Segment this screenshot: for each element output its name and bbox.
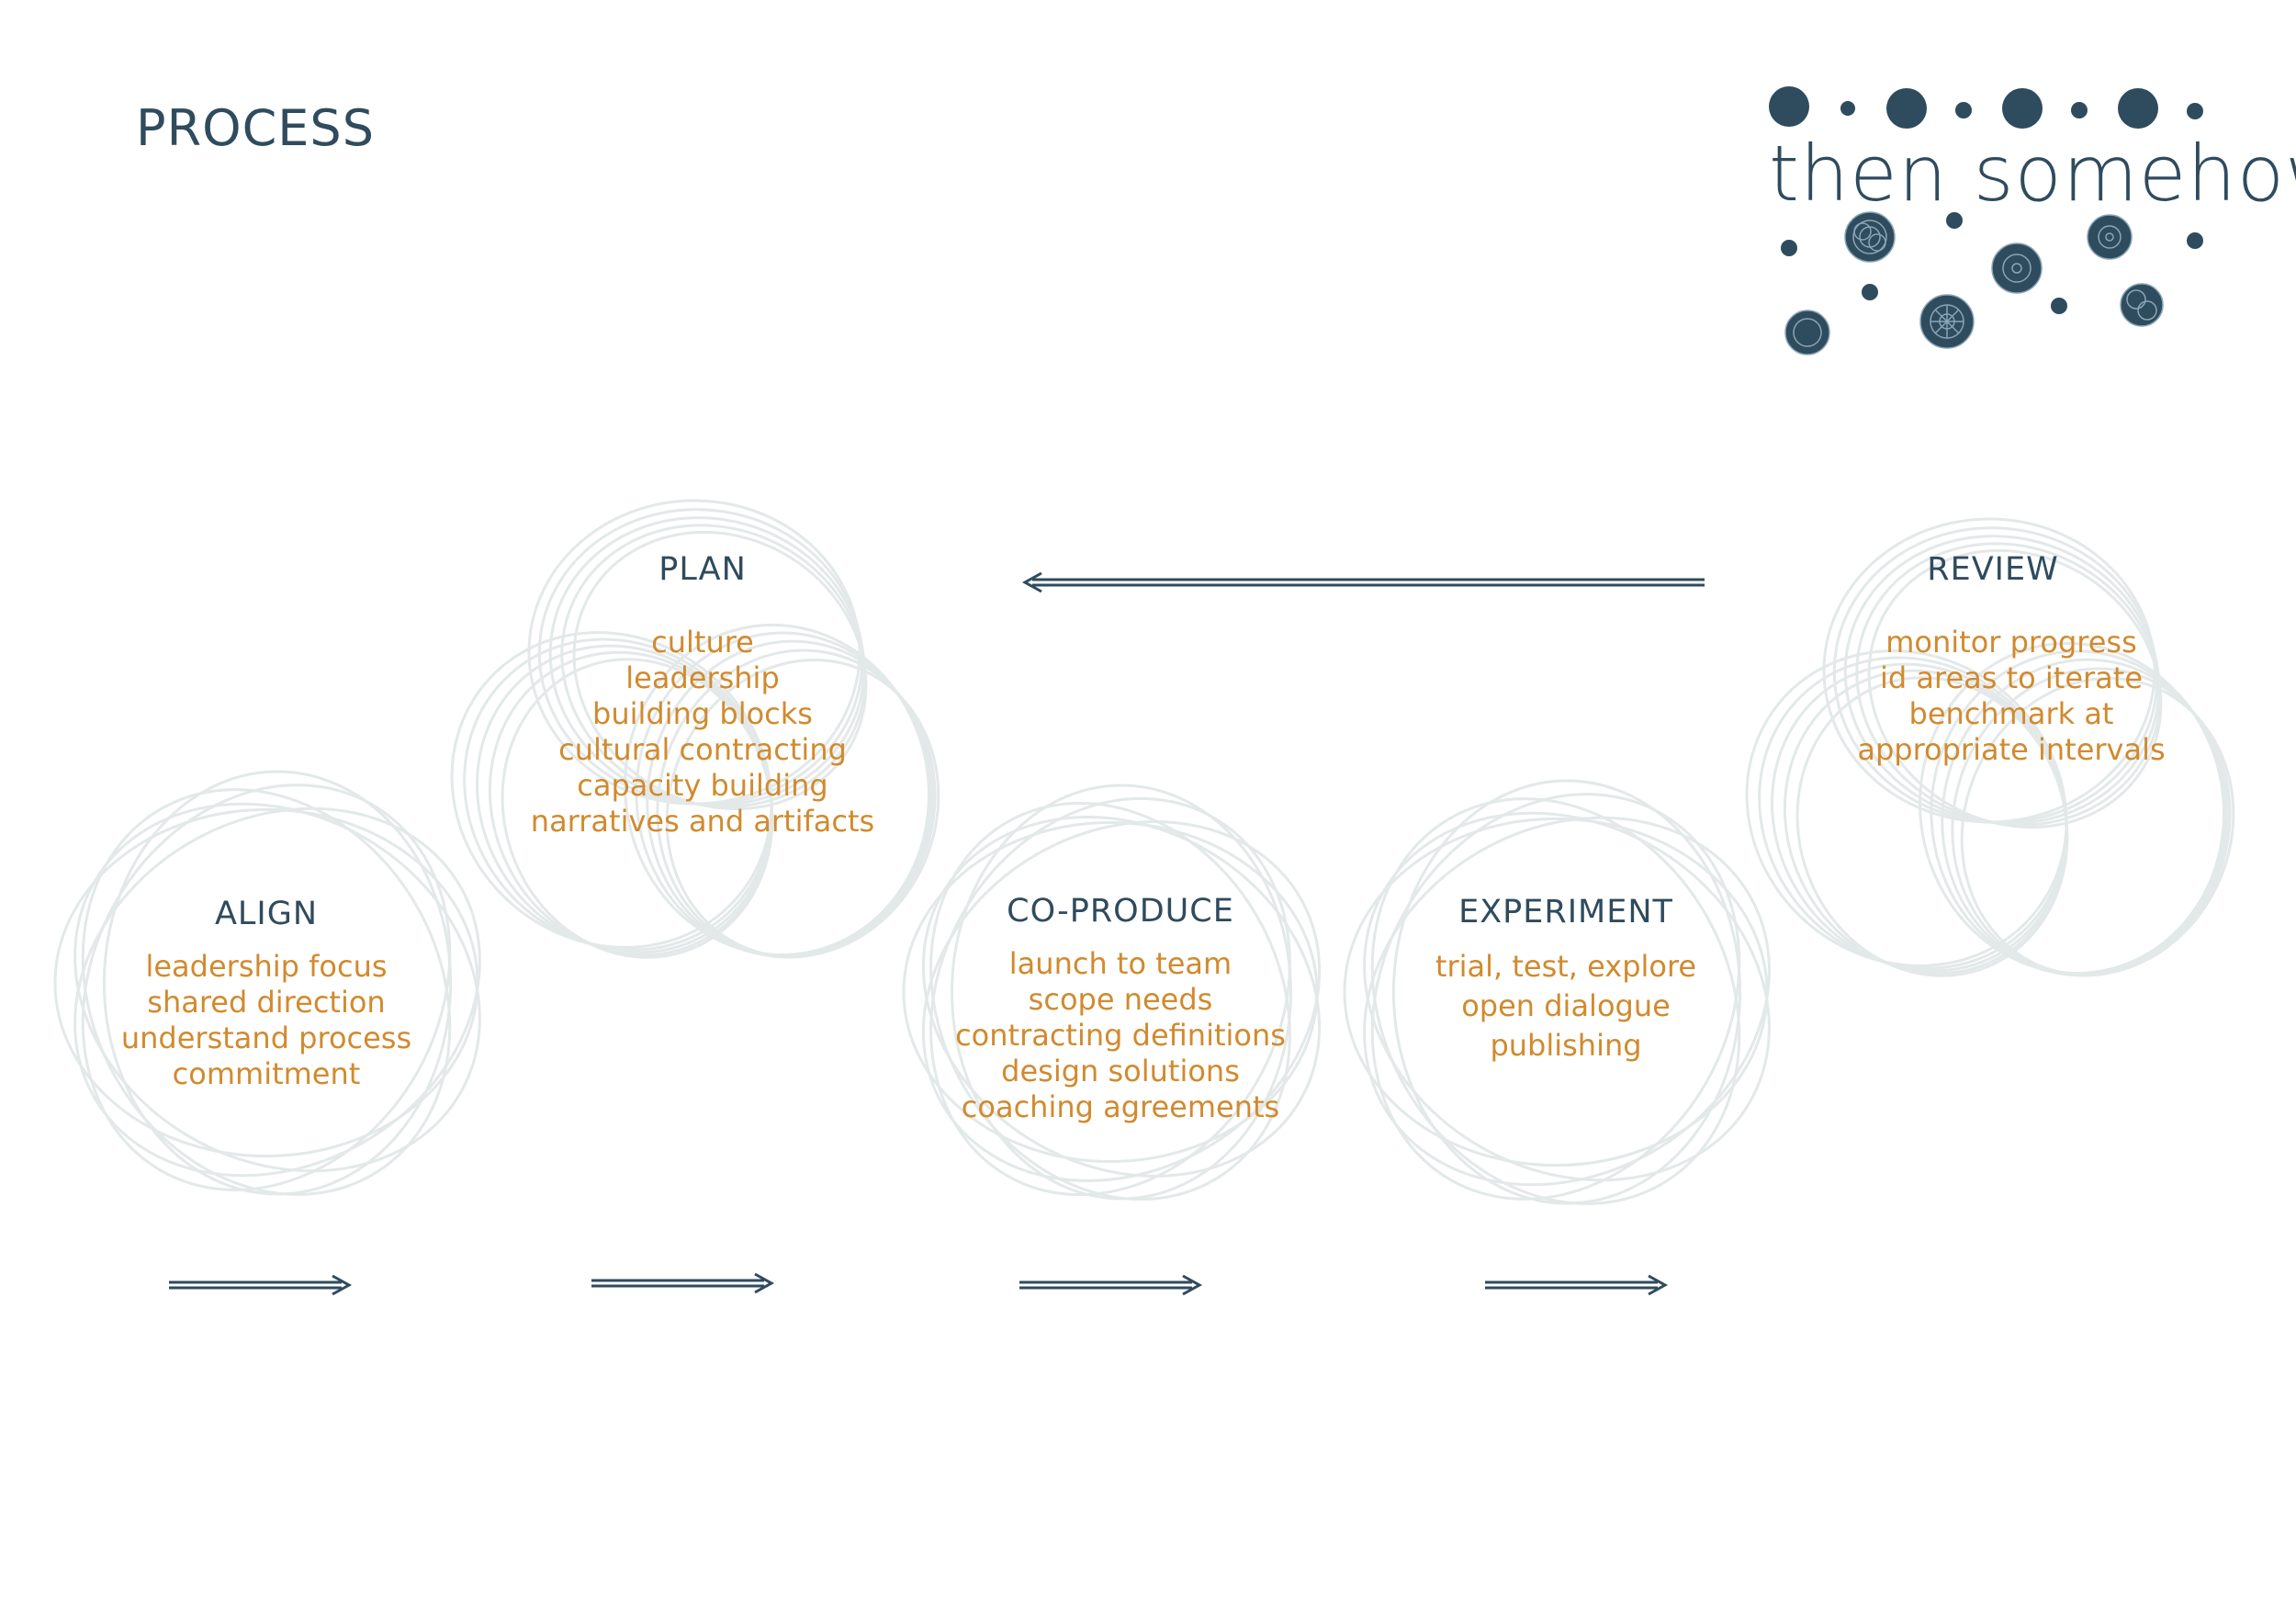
list-item: monitor progress	[1885, 625, 2137, 660]
stage-experiment: EXPERIMENT trial, test, explore open dia…	[1396, 894, 1736, 1066]
decorative-ring	[463, 637, 773, 952]
list-item: culture	[651, 625, 754, 660]
logo-emblem-3	[2087, 214, 2133, 260]
list-item: launch to team	[1008, 946, 1232, 981]
decorative-ring	[1960, 677, 2235, 976]
list-item: building blocks	[592, 696, 813, 731]
list-item: capacity building	[577, 768, 828, 803]
flow-arrow-left	[1021, 571, 1705, 593]
logo-emblem-5	[1919, 294, 1975, 349]
coproduce-rings	[902, 784, 1322, 1201]
stage-title-experiment: EXPERIMENT	[1458, 894, 1673, 930]
decorative-ring	[921, 820, 1322, 1182]
logo-emblem-4	[1784, 310, 1830, 355]
list-item: understand process	[120, 1021, 412, 1055]
experiment-rings	[1343, 779, 1771, 1205]
list-item: trial, test, explore	[1435, 949, 1697, 984]
decorative-ring	[73, 806, 481, 1178]
decorative-ring	[1363, 811, 1771, 1182]
stage-align: ALIGN leadership focus shared direction …	[83, 896, 450, 1092]
decorative-ring	[450, 631, 773, 949]
stage-plan: PLAN culture leadership building blocks …	[519, 551, 886, 840]
decorative-ring	[102, 770, 453, 1196]
align-rings	[53, 770, 481, 1196]
decorative-ring	[921, 816, 1322, 1178]
logo-emblem-6	[2120, 283, 2164, 327]
stage-items-plan: culture leadership building blocks cultu…	[519, 625, 886, 840]
stage-title-align: ALIGN	[214, 896, 319, 932]
stage-coproduce: CO-PRODUCE launch to team scope needs co…	[928, 893, 1313, 1125]
decorative-ring	[81, 788, 452, 1196]
flow-arrow-right-1	[169, 1274, 353, 1296]
then-somehow-logo: then somehow	[1745, 73, 2296, 367]
list-item: benchmark at	[1908, 696, 2114, 731]
flow-arrow-right-4	[1485, 1274, 1669, 1296]
decorative-ring	[1758, 656, 2068, 970]
list-item: shared direction	[147, 985, 386, 1020]
logo-emblem-1	[1844, 211, 1896, 263]
list-item: scope needs	[1028, 982, 1213, 1017]
list-item: id areas to iterate	[1880, 660, 2143, 695]
decorative-ring	[1795, 676, 2069, 977]
list-item: coaching agreements	[961, 1089, 1280, 1124]
decorative-ring	[501, 658, 774, 959]
list-item: commitment	[172, 1056, 361, 1091]
review-rings	[1745, 517, 2235, 977]
decorative-ring	[951, 784, 1292, 1201]
list-item: contracting definitions	[955, 1018, 1286, 1053]
plan-rings	[450, 499, 940, 959]
stage-items-experiment: trial, test, explore open dialogue publi…	[1396, 947, 1736, 1066]
logo-emblem-2	[1991, 242, 2043, 294]
stage-items-coproduce: launch to team scope needs contracting d…	[928, 946, 1313, 1125]
decorative-ring	[665, 659, 940, 958]
stage-items-align: leadership focus shared direction unders…	[83, 949, 450, 1092]
stage-items-review: monitor progress id areas to iterate ben…	[1846, 625, 2177, 768]
stage-title-plan: PLAN	[658, 551, 747, 588]
decorative-ring	[929, 796, 1291, 1197]
decorative-ring	[1370, 797, 1741, 1205]
stage-review: REVIEW monitor progress id areas to iter…	[1846, 551, 2177, 768]
decorative-ring	[1391, 779, 1742, 1205]
decorative-ring	[81, 784, 452, 1191]
list-item: narratives and artifacts	[530, 804, 875, 839]
list-item: cultural contracting	[558, 732, 847, 767]
decorative-ring	[1745, 649, 2068, 967]
logo-dots	[1769, 86, 2203, 355]
decorative-ring	[929, 801, 1291, 1201]
list-item: appropriate intervals	[1857, 732, 2166, 767]
list-item: leadership	[625, 660, 780, 695]
decorative-ring	[1370, 793, 1741, 1201]
list-item: publishing	[1490, 1028, 1642, 1063]
flow-arrow-right-3	[1019, 1274, 1203, 1296]
logo-wordmark: then somehow	[1769, 129, 2296, 219]
page-title: PROCESS	[136, 99, 375, 157]
decorative-ring	[1363, 816, 1771, 1187]
stage-title-review: REVIEW	[1927, 551, 2059, 588]
list-item: design solutions	[1001, 1054, 1240, 1088]
flow-arrow-right-2	[591, 1272, 775, 1294]
stage-title-coproduce: CO-PRODUCE	[1007, 893, 1234, 930]
list-item: leadership focus	[145, 949, 388, 984]
decorative-ring	[73, 802, 481, 1173]
list-item: open dialogue	[1461, 988, 1671, 1023]
